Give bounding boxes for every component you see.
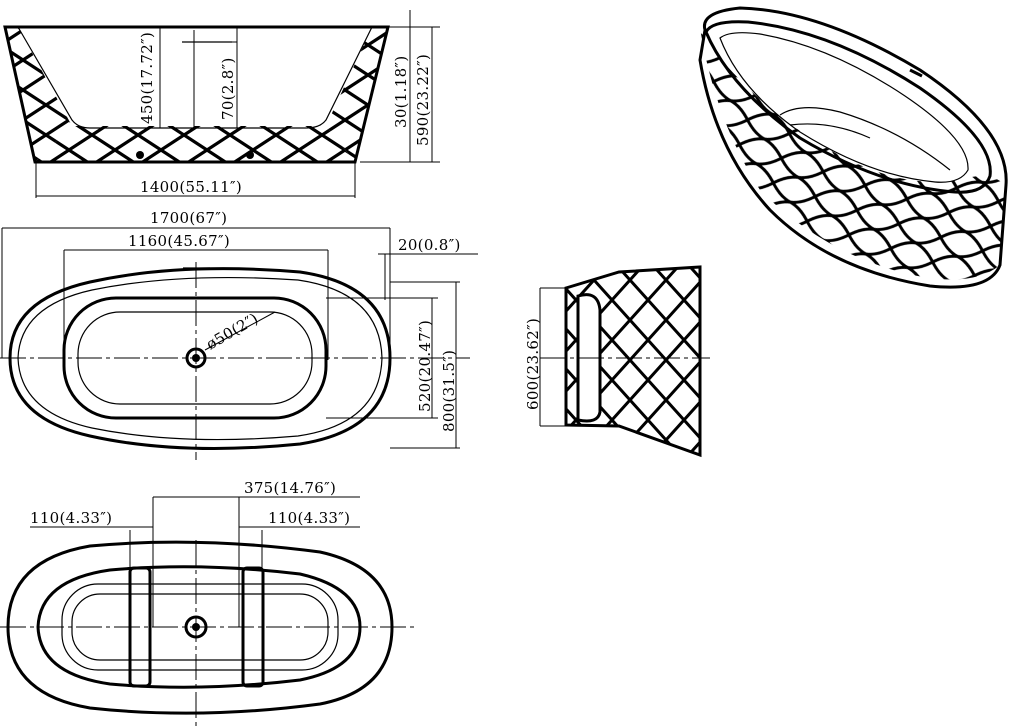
dim-inner-length: 1160(45.67″) [128,232,230,250]
front-elevation-view: 450(17.72″) 70(2.8″) 30(1.18″) 590(23.22… [3,10,440,198]
dim-drain-diameter: ø50(2″) [203,309,261,353]
dim-front-depth-inner: 450(17.72″) [138,32,156,124]
top-plan-view: 1700(67″) 1160(45.67″) 20(0.8″) ø50(2″) … [0,209,478,460]
dim-total-height: 590(23.22″) [414,54,432,146]
perspective-rim [704,20,992,194]
plan-outer-rim [8,267,392,450]
front-foot-left [136,151,144,159]
front-foot-right [246,151,254,159]
dim-side-height: 600(23.62″) [524,318,542,410]
side-elevation-view: 600(23.62″) [524,265,710,458]
dim-armrest-left: 110(4.33″) [30,509,112,527]
bottom-plan-view: 375(14.76″) 110(4.33″) 110(4.33″) [0,479,418,727]
dim-armrest-right: 110(4.33″) [268,509,350,527]
dim-inner-width: 520(20.47″) [416,320,434,412]
dim-rim-thickness: 30(1.18″) [392,56,410,129]
perspective-view [698,6,1008,289]
dim-total-length: 1700(67″) [150,209,227,227]
dim-wall-offset: 20(0.8″) [398,236,461,254]
dim-overflow-height: 70(2.8″) [219,57,237,120]
dim-armrest-spacing: 375(14.76″) [244,479,336,497]
perspective-outer-shell [698,6,1008,289]
dim-base-length: 1400(55.11″) [140,178,242,196]
dim-total-width: 800(31.5″) [440,350,458,432]
